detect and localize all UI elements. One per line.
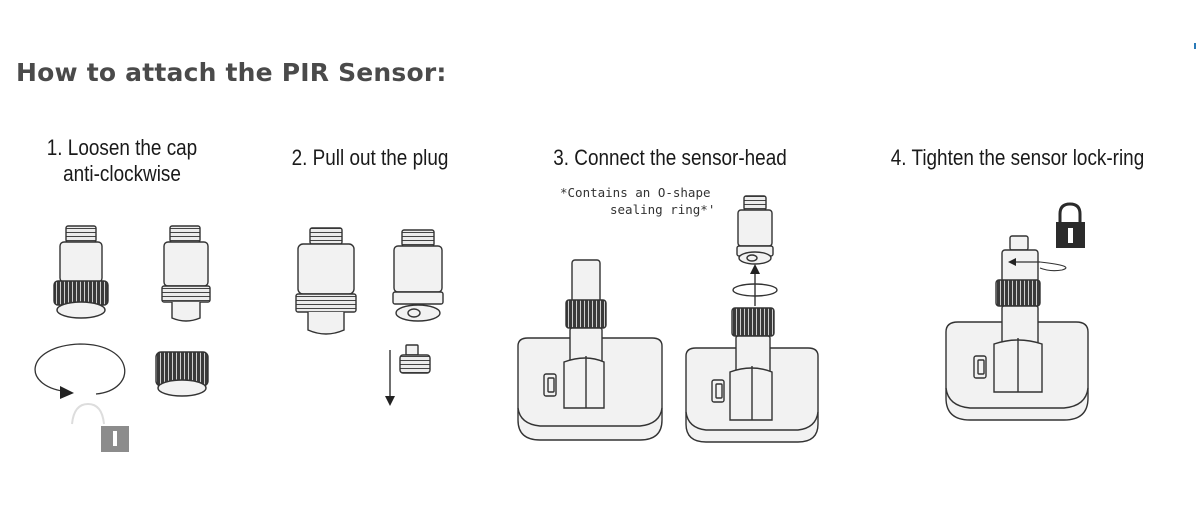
step-1-label-line1: 1. Loosen the cap — [46, 135, 198, 160]
step-3-title: 3. Connect the sensor-head — [553, 145, 787, 170]
step-2-title: 2. Pull out the plug — [291, 145, 449, 170]
tighten-arrow-icon — [1008, 258, 1067, 272]
corner-mark — [1194, 43, 1196, 49]
arrow-up-icon — [750, 264, 760, 306]
rotation-arrow-icon — [34, 343, 126, 399]
step-2-sensor-open — [392, 229, 444, 322]
step-4-title: 4. Tighten the sensor lock-ring — [890, 145, 1145, 170]
mount-base-icon — [517, 259, 663, 441]
step-1-label-line2: anti-clockwise — [63, 161, 181, 186]
cap-icon — [155, 351, 209, 397]
mount-base-with-ring — [685, 307, 819, 443]
o-ring-note: *Contains an O-shape sealing ring*' — [560, 184, 715, 218]
step-1-title: 1. Loosen the cap anti-clockwise — [36, 135, 208, 187]
sensor-head-icon — [736, 195, 774, 265]
step-1-sensor-with-cap — [53, 225, 109, 319]
unlock-icon — [71, 402, 129, 452]
page-title: How to attach the PIR Sensor: — [16, 58, 447, 87]
note-line2: sealing ring*' — [610, 202, 716, 217]
note-line1: *Contains an O-shape — [560, 185, 711, 200]
plug-icon — [399, 344, 431, 374]
arrow-down-icon — [385, 350, 395, 406]
step-1-sensor-uncapped — [161, 225, 211, 322]
step-2-sensor-with-plug — [295, 227, 357, 335]
lock-icon — [1056, 202, 1085, 248]
step-4-mounted-sensor — [945, 235, 1089, 421]
